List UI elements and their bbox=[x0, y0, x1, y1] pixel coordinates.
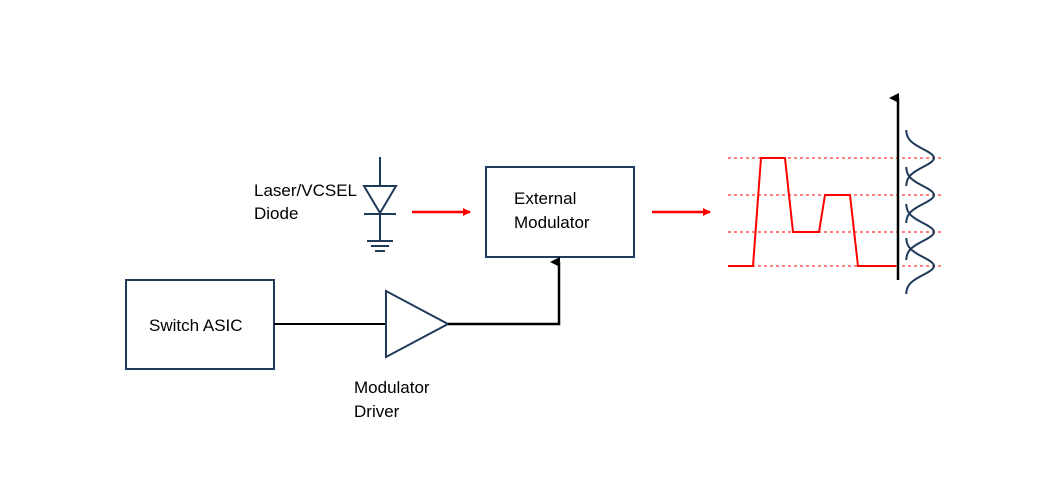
gaussian-curve-4 bbox=[905, 237, 936, 295]
pam4-waveform bbox=[728, 157, 896, 267]
laser-label-line2: Diode bbox=[254, 204, 298, 223]
modulator-driver-amplifier bbox=[385, 289, 451, 359]
gaussian-curve-3 bbox=[905, 203, 936, 261]
modulator-label-line2: Modulator bbox=[514, 213, 590, 232]
driver-to-modulator-wire bbox=[448, 257, 561, 326]
driver-label-line1: Modulator bbox=[354, 378, 430, 397]
switch-asic-label: Switch ASIC bbox=[149, 316, 243, 335]
laser-label-line1: Laser/VCSEL bbox=[254, 181, 357, 200]
external-modulator-box bbox=[485, 166, 635, 258]
driver-label-line2: Driver bbox=[354, 402, 400, 421]
level-distributions bbox=[905, 129, 936, 295]
laser-diode-symbol bbox=[362, 157, 398, 252]
switch-asic-box bbox=[125, 279, 275, 370]
modulator-label-line1: External bbox=[514, 189, 576, 208]
